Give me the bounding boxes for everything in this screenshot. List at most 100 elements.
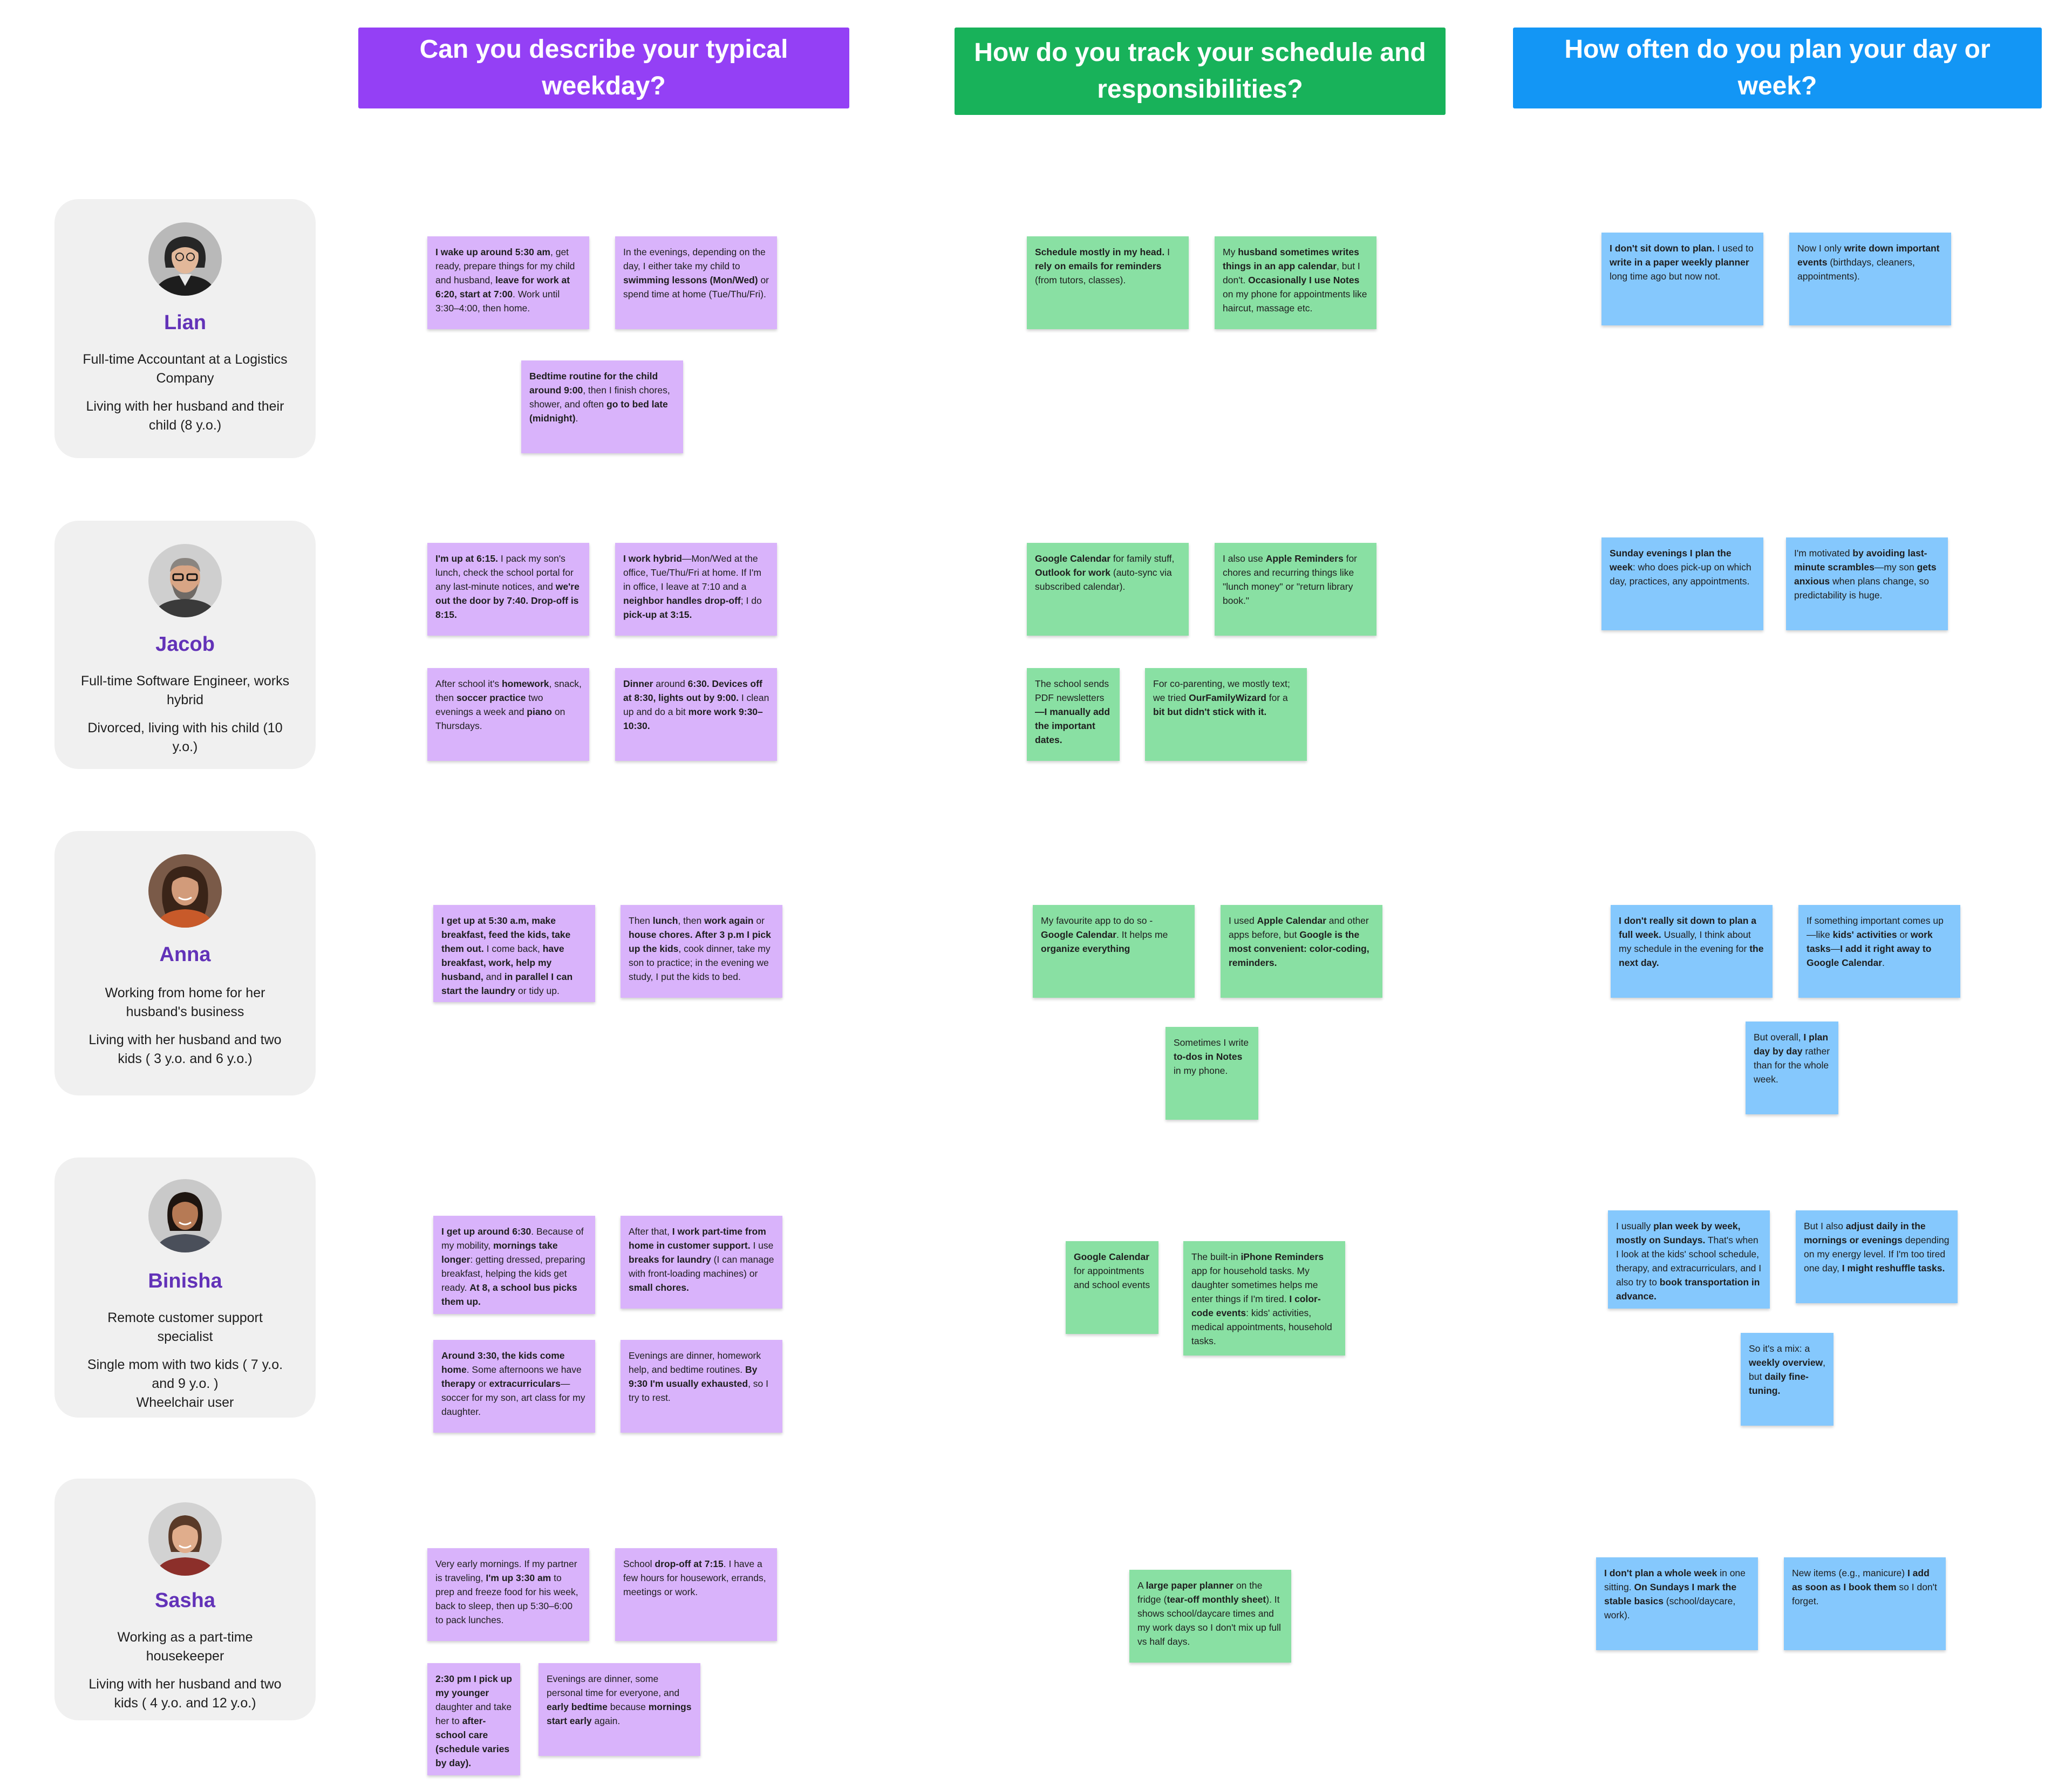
note-emphasis: —I manually add the important dates.: [1035, 706, 1110, 745]
sticky-note[interactable]: Bedtime routine for the child around 9:0…: [521, 360, 683, 453]
note-emphasis: house chores. After 3 p.m I pick up the …: [629, 929, 771, 954]
sticky-note[interactable]: I'm up at 6:15. I pack my son's lunch, c…: [427, 543, 589, 636]
sticky-note[interactable]: After that, I work part-time from home i…: [621, 1216, 782, 1309]
persona-role: Working as a part-time housekeeper: [117, 1630, 253, 1664]
sticky-note[interactable]: Around 3:30, the kids come home. Some af…: [433, 1340, 595, 1433]
header-typical-weekday: Can you describe your typical weekday?: [358, 28, 849, 108]
persona-description: Working from home for her husband's busi…: [78, 984, 292, 1068]
note-emphasis: gets anxious: [1794, 562, 1937, 587]
sticky-note[interactable]: Google Calendar for appointments and sch…: [1066, 1241, 1158, 1334]
note-emphasis: I might reshuffle tasks.: [1842, 1263, 1945, 1274]
sticky-note[interactable]: Dinner around 6:30. Devices off at 8:30,…: [615, 668, 777, 761]
persona-card-binisha: Binisha Remote customer support speciali…: [54, 1157, 316, 1418]
note-emphasis: kids' activities: [1832, 929, 1897, 940]
persona-living: Single mom with two kids ( 7 y.o. and 9 …: [87, 1357, 283, 1391]
sticky-note[interactable]: Evenings are dinner, some personal time …: [539, 1663, 700, 1756]
note-emphasis: 6:30. Devices off at 8:30, lights out by…: [623, 678, 762, 703]
note-emphasis: mornings take longer: [441, 1240, 558, 1265]
note-emphasis: large paper planner: [1146, 1580, 1233, 1591]
note-emphasis: in parallel I can start the laundry: [441, 971, 573, 996]
sticky-note[interactable]: Google Calendar for family stuff, Outloo…: [1027, 543, 1189, 636]
sticky-note[interactable]: I don't plan a whole week in one sitting…: [1596, 1557, 1758, 1650]
note-emphasis: I wake up around 5:30 am: [435, 247, 550, 257]
note-emphasis: daily fine-tuning.: [1749, 1371, 1809, 1396]
header-track-schedule: How do you track your schedule and respo…: [955, 28, 1446, 115]
sticky-note[interactable]: For co-parenting, we mostly text; we tri…: [1145, 668, 1307, 761]
note-emphasis: Google is the most convenient: color-cod…: [1229, 929, 1369, 968]
note-emphasis: after-school care (schedule varies by da…: [435, 1715, 510, 1768]
note-emphasis: organize everything: [1041, 943, 1130, 954]
avatar-sasha: [148, 1502, 222, 1576]
persona-card-lian: Lian Full-time Accountant at a Logistics…: [54, 199, 316, 458]
note-emphasis: I don't plan a whole week: [1604, 1568, 1717, 1578]
note-emphasis: we're out the door by 7:40. Drop-off is …: [435, 581, 580, 620]
note-emphasis: 2:30 pm I pick up my younger: [435, 1673, 512, 1698]
sticky-note[interactable]: My husband sometimes writes things in an…: [1215, 236, 1376, 329]
note-emphasis: by avoiding last-minute scrambles: [1794, 548, 1927, 573]
sticky-note[interactable]: Sunday evenings I plan the week: who doe…: [1601, 537, 1763, 630]
note-emphasis: leave for work at 6:20, start at 7:00: [435, 275, 570, 299]
note-emphasis: At 8, a school bus picks them up.: [441, 1282, 577, 1307]
sticky-note[interactable]: I also use Apple Reminders for chores an…: [1215, 543, 1376, 636]
sticky-note[interactable]: Sometimes I write to-dos in Notes in my …: [1166, 1027, 1258, 1120]
note-emphasis: write in a paper weekly planner: [1610, 257, 1749, 268]
sticky-note[interactable]: I used Apple Calendar and other apps bef…: [1221, 905, 1382, 998]
persona-card-jacob: Jacob Full-time Software Engineer, works…: [54, 521, 316, 769]
persona-living: Living with her husband and two kids ( 4…: [88, 1677, 282, 1711]
sticky-note[interactable]: In the evenings, depending on the day, I…: [615, 236, 777, 329]
persona-name: Sasha: [155, 1589, 215, 1612]
sticky-note[interactable]: I wake up around 5:30 am, get ready, pre…: [427, 236, 589, 329]
note-emphasis: neighbor handles drop-off: [623, 595, 741, 606]
note-emphasis: Sunday evenings I plan the week: [1610, 548, 1732, 573]
sticky-note[interactable]: I'm motivated by avoiding last-minute sc…: [1786, 537, 1948, 630]
sticky-note[interactable]: A large paper planner on the fridge (tea…: [1129, 1570, 1291, 1663]
note-emphasis: I don't sit down to plan.: [1610, 243, 1715, 254]
sticky-note[interactable]: So it's a mix: a weekly overview, but da…: [1741, 1333, 1834, 1426]
sticky-note[interactable]: School drop-off at 7:15. I have a few ho…: [615, 1548, 777, 1641]
persona-description: Remote customer support specialist Singl…: [78, 1309, 292, 1412]
person-portrait-icon: [148, 1502, 222, 1576]
sticky-note[interactable]: I work hybrid—Mon/Wed at the office, Tue…: [615, 543, 777, 636]
sticky-note[interactable]: I usually plan week by week, mostly on S…: [1608, 1210, 1770, 1309]
note-emphasis: the next day.: [1619, 943, 1764, 968]
note-emphasis: I work hybrid: [623, 553, 682, 564]
sticky-note[interactable]: Very early mornings. If my partner is tr…: [427, 1548, 589, 1641]
note-emphasis: plan week by week, mostly on Sundays.: [1616, 1221, 1741, 1245]
sticky-note[interactable]: After school it's homework, snack, then …: [427, 668, 589, 761]
note-emphasis: Schedule mostly in my head.: [1035, 247, 1165, 257]
sticky-note[interactable]: I get up around 6:30. Because of my mobi…: [433, 1216, 595, 1314]
avatar-jacob: [148, 544, 222, 617]
sticky-note[interactable]: New items (e.g., manicure) I add as soon…: [1784, 1557, 1946, 1650]
sticky-note[interactable]: I don't sit down to plan. I used to writ…: [1601, 233, 1763, 325]
note-emphasis: swimming lessons (Mon/Wed): [623, 275, 758, 285]
note-emphasis: I'm up 3:30 am: [486, 1572, 551, 1583]
note-emphasis: more work 9:30–10:30.: [623, 706, 763, 731]
persona-card-sasha: Sasha Working as a part-time housekeeper…: [54, 1479, 316, 1720]
sticky-note[interactable]: If something important comes up —like ki…: [1798, 905, 1960, 998]
sticky-note[interactable]: But I also adjust daily in the mornings …: [1796, 1210, 1958, 1303]
sticky-note[interactable]: But overall, I plan day by day rather th…: [1746, 1022, 1838, 1114]
sticky-note[interactable]: The built-in iPhone Reminders app for ho…: [1183, 1241, 1345, 1356]
note-emphasis: rely on emails for reminders: [1035, 261, 1162, 271]
sticky-note[interactable]: My favourite app to do so - Google Calen…: [1033, 905, 1195, 998]
sticky-note[interactable]: I don't really sit down to plan a full w…: [1611, 905, 1773, 998]
person-portrait-icon: [148, 544, 222, 617]
sticky-note[interactable]: Then lunch, then work again or house cho…: [621, 905, 782, 998]
note-emphasis: I'm up at 6:15.: [435, 553, 498, 564]
note-emphasis: soccer practice: [456, 692, 526, 703]
sticky-note[interactable]: Now I only write down important events (…: [1789, 233, 1951, 325]
note-emphasis: Apple Calendar: [1257, 915, 1326, 926]
persona-description: Working as a part-time housekeeper Livin…: [78, 1628, 292, 1713]
note-emphasis: early bedtime: [547, 1701, 608, 1712]
note-emphasis: Apple Reminders: [1265, 553, 1344, 564]
sticky-note[interactable]: Evenings are dinner, homework help, and …: [621, 1340, 782, 1433]
note-emphasis: homework: [501, 678, 549, 689]
sticky-note[interactable]: Schedule mostly in my head. I rely on em…: [1027, 236, 1189, 329]
note-emphasis: drop-off at 7:15: [655, 1558, 724, 1569]
persona-living: Living with her husband and two kids ( 3…: [88, 1032, 282, 1066]
person-portrait-icon: [148, 854, 222, 928]
sticky-note[interactable]: 2:30 pm I pick up my younger daughter an…: [427, 1663, 520, 1775]
sticky-note[interactable]: The school sends PDF newsletters —I manu…: [1027, 668, 1120, 761]
sticky-note[interactable]: I get up at 5:30 a.m, make breakfast, fe…: [433, 905, 595, 1002]
note-emphasis: Google Calendar: [1035, 553, 1111, 564]
